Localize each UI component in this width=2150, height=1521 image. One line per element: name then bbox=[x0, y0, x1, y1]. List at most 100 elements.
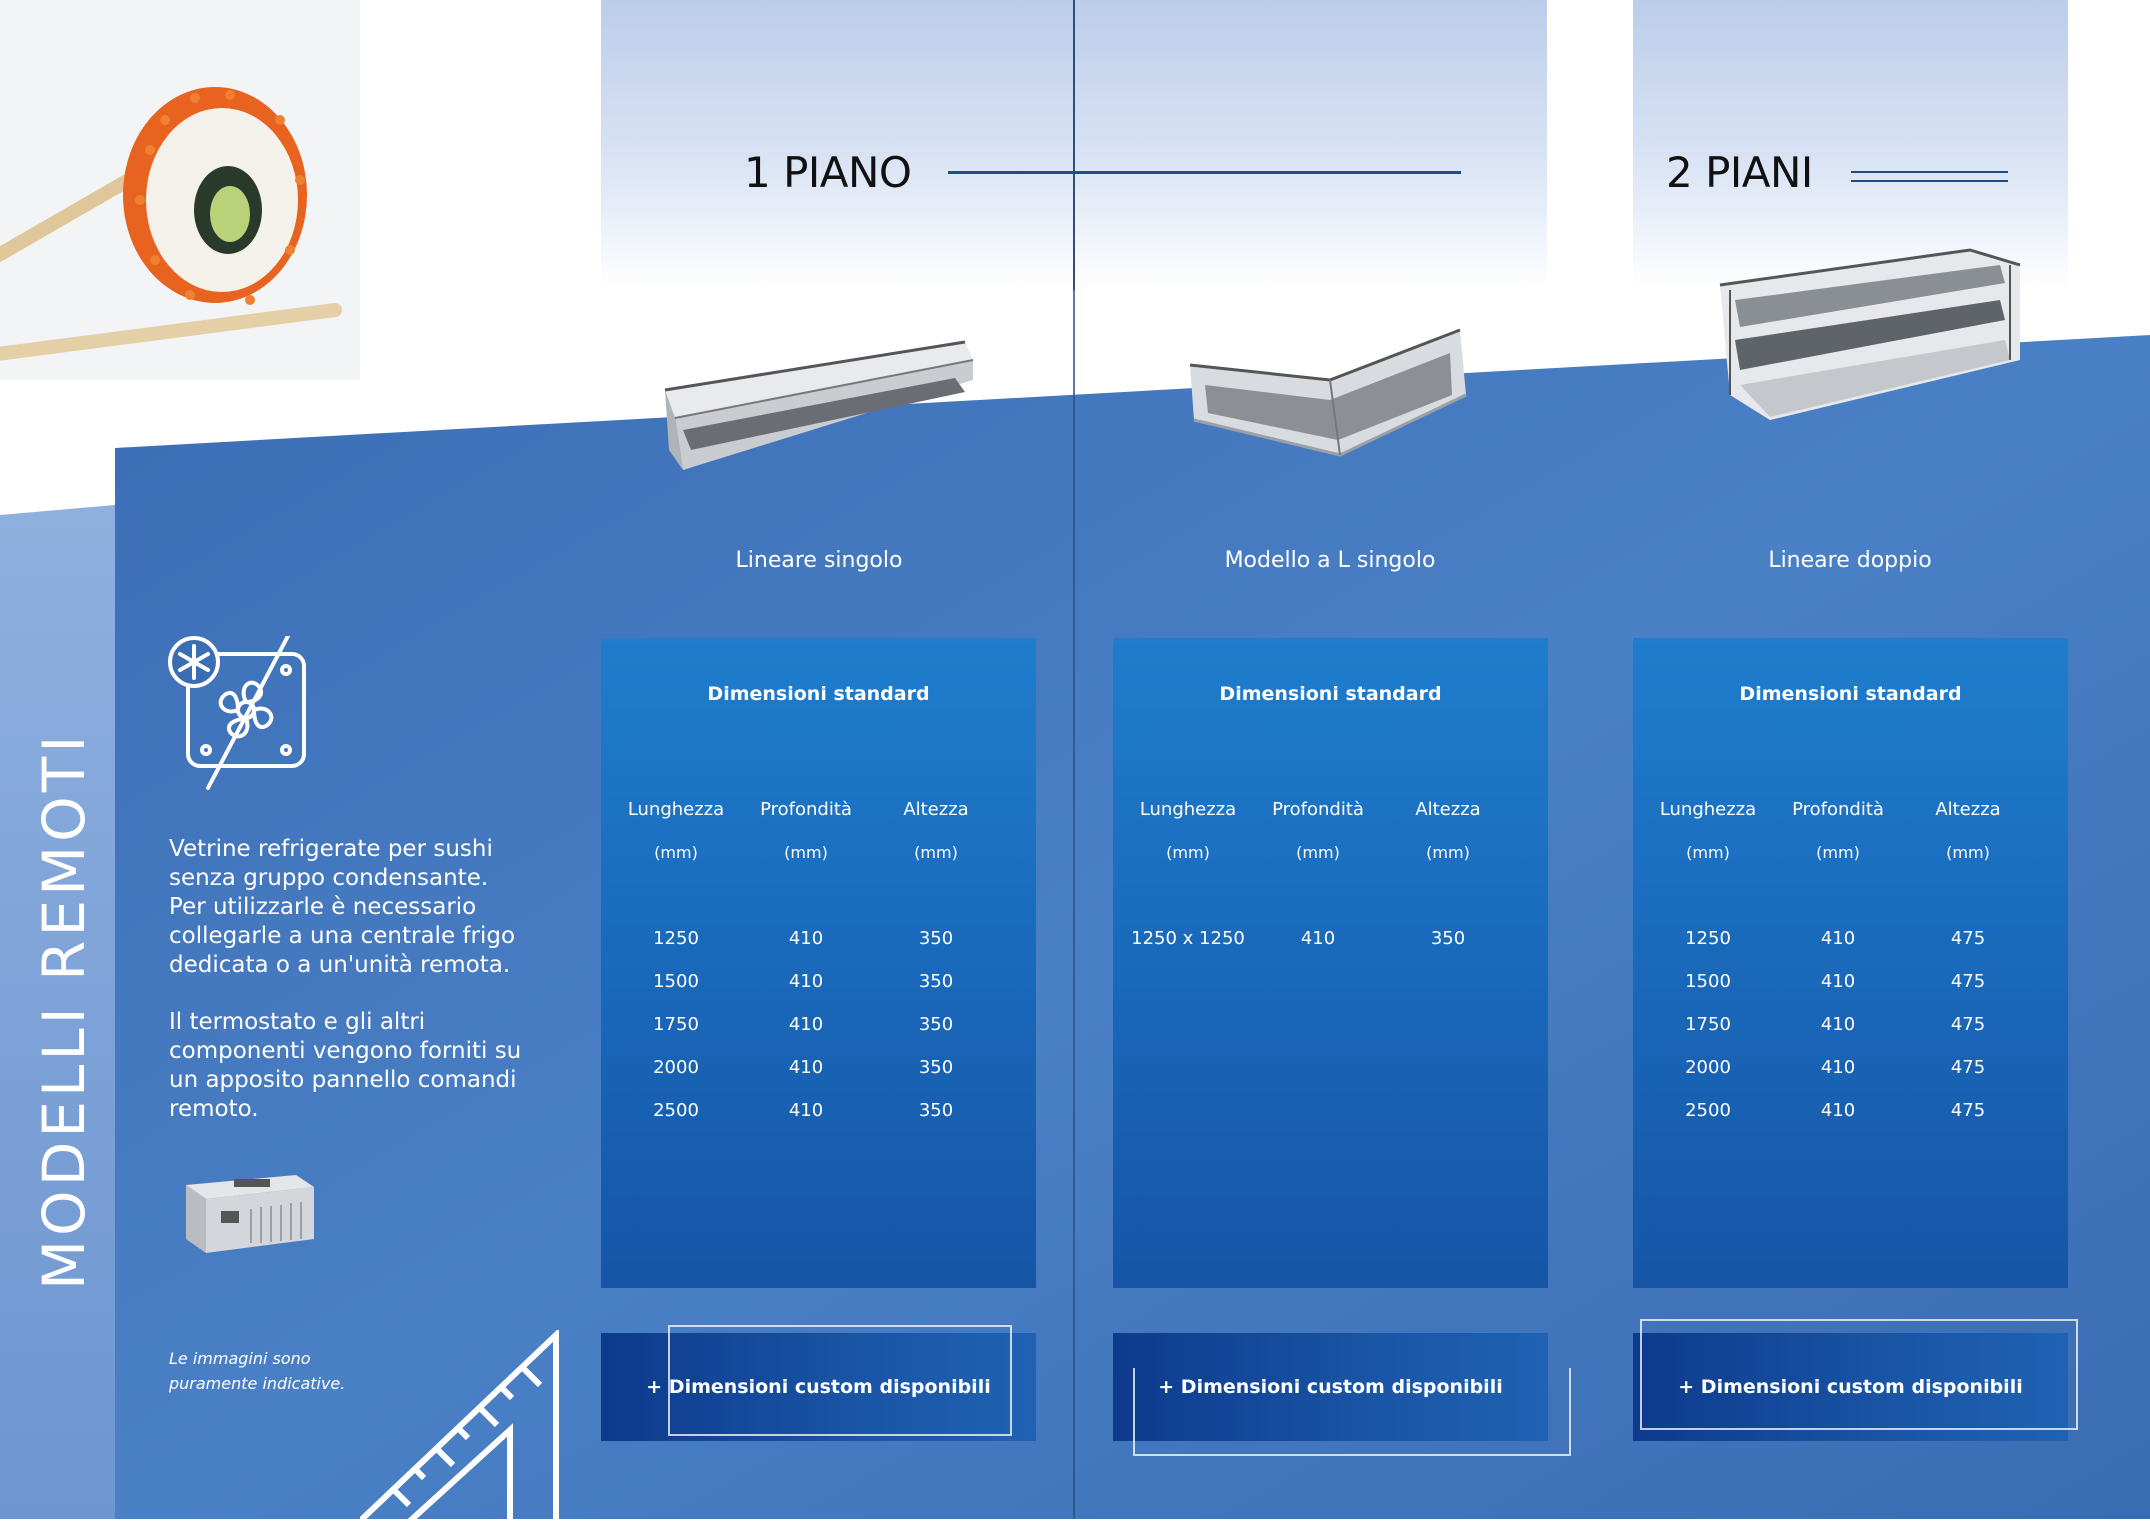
cell-height: 350 bbox=[918, 928, 954, 949]
unit-length: (mm) bbox=[1166, 843, 1210, 862]
spec-table: Lunghezza Profondità Altezza (mm) (mm) (… bbox=[1123, 788, 1538, 960]
cell-height: 475 bbox=[1950, 971, 1986, 992]
fold-line bbox=[1073, 0, 1075, 290]
table-row: 2000 410 350 bbox=[611, 1046, 1026, 1089]
table-row: 2500 410 475 bbox=[1643, 1089, 2058, 1132]
description-remote: Vetrine refrigerate per sushi senza grup… bbox=[169, 836, 516, 978]
unit-length: (mm) bbox=[654, 843, 698, 862]
column-height: Altezza bbox=[1935, 799, 2001, 820]
product-image-l-model bbox=[1189, 328, 1467, 457]
set-square-icon bbox=[360, 1330, 559, 1521]
spec-card-title: Dimensioni standard bbox=[1219, 683, 1442, 705]
model-name-l-model: Modello a L singolo bbox=[1224, 548, 1436, 573]
spec-header-row: Lunghezza Profondità Altezza bbox=[1643, 788, 2058, 831]
unit-height: (mm) bbox=[1946, 843, 1990, 862]
cell-length: 1250 bbox=[653, 928, 699, 949]
decorative-frame bbox=[668, 1325, 1012, 1436]
cell-length: 1500 bbox=[653, 971, 699, 992]
heading-two-levels: 2 PIANI bbox=[1666, 148, 1813, 197]
cell-depth: 410 bbox=[1820, 1100, 1856, 1121]
spec-card-l-model: Dimensioni standard Lunghezza Profondità… bbox=[1113, 638, 1548, 1288]
cell-length: 2500 bbox=[1685, 1100, 1731, 1121]
description-panel: Il termostato e gli altri componenti ven… bbox=[169, 1009, 522, 1122]
spec-card-title: Dimensioni standard bbox=[1739, 683, 1962, 705]
column-length: Lunghezza bbox=[1659, 799, 1757, 820]
spec-unit-row: (mm) (mm) (mm) bbox=[1643, 831, 2058, 874]
unit-height: (mm) bbox=[914, 843, 958, 862]
cell-depth: 410 bbox=[788, 1100, 824, 1121]
cell-length: 2500 bbox=[653, 1100, 699, 1121]
custom-dimensions-button-linear-single[interactable]: + Dimensioni custom disponibili bbox=[601, 1333, 1036, 1441]
remote-cooling-icon bbox=[168, 636, 306, 790]
spec-header-row: Lunghezza Profondità Altezza bbox=[1123, 788, 1538, 831]
column-depth: Profondità bbox=[1792, 799, 1884, 820]
cell-depth: 410 bbox=[788, 971, 824, 992]
decorative-frame bbox=[1640, 1319, 2078, 1430]
decorative-frame bbox=[1133, 1368, 1571, 1456]
model-name-linear-single: Lineare singolo bbox=[735, 548, 903, 573]
unit-depth: (mm) bbox=[784, 843, 828, 862]
cell-depth: 410 bbox=[1820, 971, 1856, 992]
cell-height: 350 bbox=[918, 1057, 954, 1078]
column-length: Lunghezza bbox=[1139, 799, 1237, 820]
column-depth: Profondità bbox=[1272, 799, 1364, 820]
cell-depth: 410 bbox=[788, 1014, 824, 1035]
cell-height: 350 bbox=[918, 1100, 954, 1121]
product-image-linear-single bbox=[664, 340, 974, 470]
model-name-linear-double: Lineare doppio bbox=[1768, 548, 1932, 573]
top-panel-two-levels bbox=[1633, 0, 2068, 290]
cell-length: 1500 bbox=[1685, 971, 1731, 992]
cell-depth: 410 bbox=[788, 928, 824, 949]
heading-two-levels-rule-top bbox=[1851, 171, 2008, 173]
heading-one-level: 1 PIANO bbox=[744, 148, 912, 197]
product-image-linear-double bbox=[1719, 248, 2021, 420]
table-row: 1500 410 475 bbox=[1643, 960, 2058, 1003]
cell-depth: 410 bbox=[1820, 928, 1856, 949]
spec-card-title: Dimensioni standard bbox=[707, 683, 930, 705]
cell-height: 475 bbox=[1950, 1014, 1986, 1035]
spec-table: Lunghezza Profondità Altezza (mm) (mm) (… bbox=[611, 788, 1026, 1132]
cell-depth: 410 bbox=[1820, 1014, 1856, 1035]
cell-height: 475 bbox=[1950, 1057, 1986, 1078]
column-depth: Profondità bbox=[760, 799, 852, 820]
spec-unit-row: (mm) (mm) (mm) bbox=[1123, 831, 1538, 874]
side-title: MODELLI REMOTI bbox=[30, 731, 98, 1290]
table-row: 1750 410 475 bbox=[1643, 1003, 2058, 1046]
cell-depth: 410 bbox=[788, 1057, 824, 1078]
spec-header-row: Lunghezza Profondità Altezza bbox=[611, 788, 1026, 831]
custom-dimensions-button-l-model[interactable]: + Dimensioni custom disponibili bbox=[1113, 1333, 1548, 1441]
column-height: Altezza bbox=[903, 799, 969, 820]
table-row: 1750 410 350 bbox=[611, 1003, 1026, 1046]
unit-height: (mm) bbox=[1426, 843, 1470, 862]
cell-length: 2000 bbox=[653, 1057, 699, 1078]
table-row: 2500 410 350 bbox=[611, 1089, 1026, 1132]
table-row: 1250 410 350 bbox=[611, 917, 1026, 960]
table-row: 1250 x 1250 410 350 bbox=[1123, 917, 1538, 960]
cell-length: 1250 x 1250 bbox=[1131, 928, 1245, 949]
unit-length: (mm) bbox=[1686, 843, 1730, 862]
spec-unit-row: (mm) (mm) (mm) bbox=[611, 831, 1026, 874]
cell-length: 1750 bbox=[1685, 1014, 1731, 1035]
sushi-image bbox=[0, 0, 360, 380]
column-length: Lunghezza bbox=[627, 799, 725, 820]
cell-length: 1250 bbox=[1685, 928, 1731, 949]
unit-depth: (mm) bbox=[1296, 843, 1340, 862]
heading-one-level-rule bbox=[948, 171, 1461, 174]
cell-height: 475 bbox=[1950, 928, 1986, 949]
column-height: Altezza bbox=[1415, 799, 1481, 820]
cell-height: 350 bbox=[918, 971, 954, 992]
unit-depth: (mm) bbox=[1816, 843, 1860, 862]
custom-dimensions-button-linear-double[interactable]: + Dimensioni custom disponibili bbox=[1633, 1333, 2068, 1441]
table-row: 1250 410 475 bbox=[1643, 917, 2058, 960]
cell-height: 350 bbox=[918, 1014, 954, 1035]
cell-depth: 410 bbox=[1820, 1057, 1856, 1078]
disclaimer-note: Le immagini sono puramente indicative. bbox=[169, 1349, 346, 1393]
cell-depth: 410 bbox=[1300, 928, 1336, 949]
cell-length: 1750 bbox=[653, 1014, 699, 1035]
spec-card-linear-double: Dimensioni standard Lunghezza Profondità… bbox=[1633, 638, 2068, 1288]
cell-height: 475 bbox=[1950, 1100, 1986, 1121]
cell-height: 350 bbox=[1430, 928, 1466, 949]
table-row: 1500 410 350 bbox=[611, 960, 1026, 1003]
spec-card-linear-single: Dimensioni standard Lunghezza Profondità… bbox=[601, 638, 1036, 1288]
heading-two-levels-rule-bottom bbox=[1851, 180, 2008, 182]
